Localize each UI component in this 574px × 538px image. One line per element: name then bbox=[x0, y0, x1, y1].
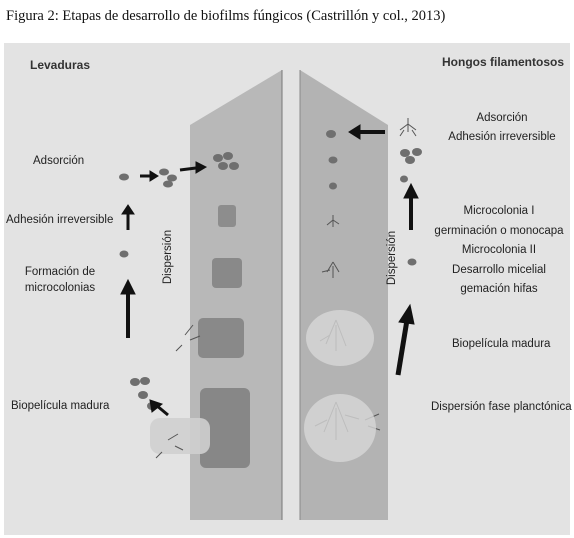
right-stage-microcolonia-block: Microcolonia I germinación o monocapa Mi… bbox=[425, 202, 573, 300]
right-dispersion-label: Dispersión bbox=[386, 230, 398, 286]
figure-panel bbox=[4, 43, 570, 535]
right-stage-adsorcion-block: Adsorción Adhesión irreversible bbox=[432, 110, 572, 145]
right-header: Hongos filamentosos bbox=[442, 55, 565, 69]
right-stage-gemacion: gemación hifas bbox=[460, 283, 538, 295]
right-stage-biopelicula: Biopelícula madura bbox=[452, 338, 551, 350]
fungal-cells bbox=[326, 130, 422, 266]
left-stage-formacion: Formación de microcolonias bbox=[20, 264, 100, 296]
left-stage-formacion-line2: microcolonias bbox=[24, 282, 96, 294]
left-stage-biopelicula: Biopelícula madura bbox=[11, 400, 110, 412]
left-arrows bbox=[120, 161, 208, 417]
right-stage-adsorcion: Adsorción bbox=[476, 112, 528, 124]
fungal-halos bbox=[304, 310, 376, 462]
right-stage-microcolonia2: Microcolonia II bbox=[461, 244, 537, 256]
right-stage-dispersion-fase: Dispersión fase planctónica bbox=[431, 401, 572, 413]
left-header: Levaduras bbox=[30, 58, 91, 72]
right-stage-germinacion: germinación o monocapa bbox=[434, 224, 564, 237]
left-dispersion-label: Dispersión bbox=[162, 229, 174, 285]
yeast-cells bbox=[119, 152, 239, 410]
right-stage-adhesion: Adhesión irreversible bbox=[448, 131, 556, 143]
left-stage-formacion-line1: Formación de bbox=[24, 266, 96, 278]
right-stage-desarrollo: Desarrollo micelial bbox=[452, 263, 546, 276]
yeast-colonies bbox=[150, 205, 250, 468]
left-stage-adhesion: Adhesión irreversible bbox=[6, 214, 114, 226]
right-stage-microcolonia1: Microcolonia I bbox=[463, 205, 535, 217]
yeast-hyphae bbox=[155, 324, 201, 459]
figure-caption: Figura 2: Etapas de desarrollo de biofil… bbox=[6, 8, 446, 24]
left-stage-adsorcion: Adsorción bbox=[33, 155, 85, 167]
right-arrows bbox=[348, 124, 419, 376]
